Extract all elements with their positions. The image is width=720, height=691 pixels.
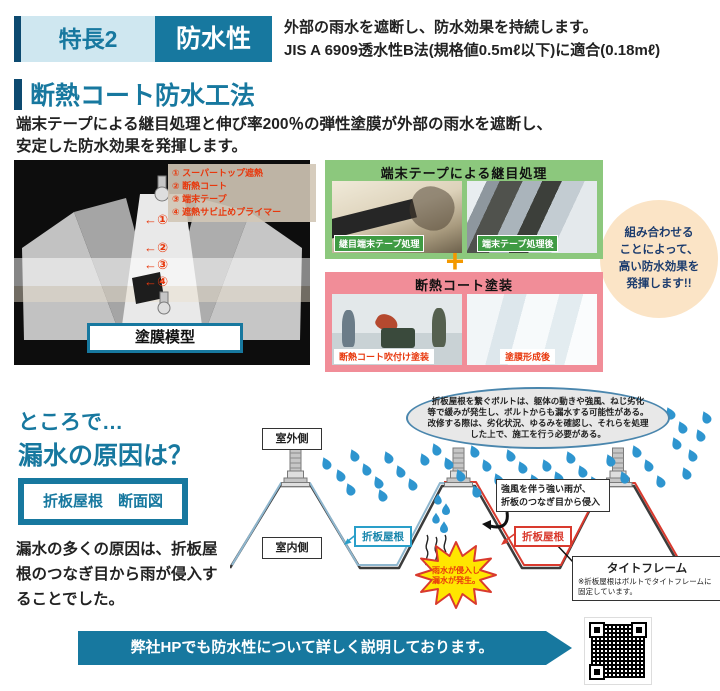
bolt-note-bubble: 折板屋根を繋ぐボルトは、躯体の動きや強風、ねじ劣化 等で緩みが発生し、ボルトから… [406,387,670,449]
hp-info-banner: 弊社HPでも防水性について詳しく説明しております。 [78,631,572,665]
header-description-line2: JIS A 6909透水性B法(規格値0.5mℓ以下)に適合(0.18mℓ) [284,41,661,59]
method-accent-bar [14,79,22,110]
tape-photo2-badge: 端末テープ処理後 [477,235,559,252]
qr-finder-pattern [631,622,647,638]
bubble-line2: 等で緩みが発生し、ボルトからも漏水する可能性がある。 [427,406,649,417]
roof-label-red: 折板屋根 [514,526,572,547]
roof-cross-section-diagram: 雨水が侵入し 漏水が発生。 [230,405,713,609]
spray-equipment [381,328,416,348]
qr-finder-pattern [589,664,605,680]
legend-item-2: ② 断熱コート [172,181,228,192]
inside-label: 室内側 [262,537,322,559]
bubble-line3: 改修する際は、劣化状況、ゆるみを確認し、それらを処理 [427,418,649,428]
leak-drops [432,493,450,533]
layer-arrow-4: ←④ [144,274,169,289]
plus-sign: + [445,243,465,279]
burst-text-line1: 雨水が侵入し [432,565,480,575]
method-description-line1: 端末テープによる継目処理と伸び率200％の弾性塗膜が外部の雨水を遮断し、 [16,116,552,133]
tight-frame-description: ※折板屋根はボルトでタイトフレームに固定しています。 [578,577,712,597]
qr-finder-pattern [589,622,605,638]
note-line3: 高い防水効果を [618,261,700,273]
feature-name-label: 防水性 [155,16,272,62]
bubble-line1: 折板屋根を繋ぐボルトは、躯体の動きや強風、ねじ劣化 [431,395,645,406]
cross-section-label: 折板屋根 断面図 [24,484,182,519]
outside-label: 室外側 [262,428,322,450]
tight-frame-note: タイトフレーム ※折板屋根はボルトでタイトフレームに固定しています。 [572,556,720,602]
tape-box-title: 端末テープによる継目処理 [380,166,548,181]
combined-effect-note: 組み合わせる ことによって、 高い防水効果を 発揮します!! [600,200,718,318]
cause-intro: ところで… [18,411,123,434]
header-description-line1: 外部の雨水を遮断し、防水効果を持続します。 [284,19,598,36]
layer-arrow-3: ←③ [144,257,169,272]
bubble-line4: した上で、施工を行う必要がある。 [470,429,606,440]
note-line1: 組み合わせる [624,226,694,239]
note-line2: ことによって、 [619,243,699,256]
coat-process-box: 断熱コート塗装 断熱コート吹付け塗装 塗膜形成後 [325,272,603,372]
wind-note-line1: 強風を伴う強い雨が、 [501,484,591,494]
tight-frame-title: タイトフレーム [606,563,688,575]
qr-code [584,617,652,685]
feature-number-label: 特長2 [21,16,155,62]
worker-figure [432,308,447,348]
roof-bolt [281,447,310,487]
legend-item-3: ③ 端末テープ [172,194,227,205]
method-title: 断熱コート防水工法 [30,82,256,110]
cause-question: 漏水の原因は？ [18,442,194,470]
coat-photo1-badge: 断熱コート吹付け塗装 [334,349,435,364]
legend-item-4: ④ 遮熱サビ止めプライマー [172,207,282,218]
method-description-line2: 安定した防水効果を発揮します。 [16,138,247,156]
roof-label-blue: 折板屋根 [354,526,412,547]
feature-accent-bar [14,16,21,62]
note-line4: 発揮します!! [626,278,692,291]
legend-item-1: ① スーパートップ遮熱 [172,168,264,178]
coating-layer-legend: ① スーパートップ遮熱 ② 断熱コート ③ 端末テープ ④ 遮熱サビ止めプライマ… [168,164,316,223]
header-description: 外部の雨水を遮断し、防水効果を持続します。 JIS A 6909透水性B法(規格… [284,17,660,62]
leak-warning-burst [415,541,497,609]
wind-rain-note: 強風を伴う強い雨が、 折板のつなぎ目から侵入 [496,479,610,513]
burst-text-line2: 漏水が発生。 [432,575,480,585]
model-caption: 塗膜模型 [87,323,243,353]
layer-arrow-2: ←② [144,240,169,255]
tape-photo1-badge: 継目端末テープ処理 [334,235,425,252]
coating-model-photo: ① スーパートップ遮熱 ② 断熱コート ③ 端末テープ ④ 遮熱サビ止めプライマ… [14,160,316,365]
worker-figure [342,309,356,347]
cross-section-label-box: 折板屋根 断面図 [18,478,188,525]
coat-photo2-badge: 塗膜形成後 [500,349,556,364]
tape-process-box: 端末テープによる継目処理 継目端末テープ処理 端末テープ処理後 [325,160,603,259]
cause-description: 漏水の多くの原因は、折板屋根のつなぎ目から雨が侵入することでした。 [16,541,218,608]
coat-box-title: 断熱コート塗装 [414,278,513,293]
wind-note-line2: 折板のつなぎ目から侵入 [501,496,601,507]
layer-arrow-1: ←① [144,212,169,227]
method-description: 端末テープによる継目処理と伸び率200％の弾性塗膜が外部の雨水を遮断し、 安定し… [16,114,552,159]
